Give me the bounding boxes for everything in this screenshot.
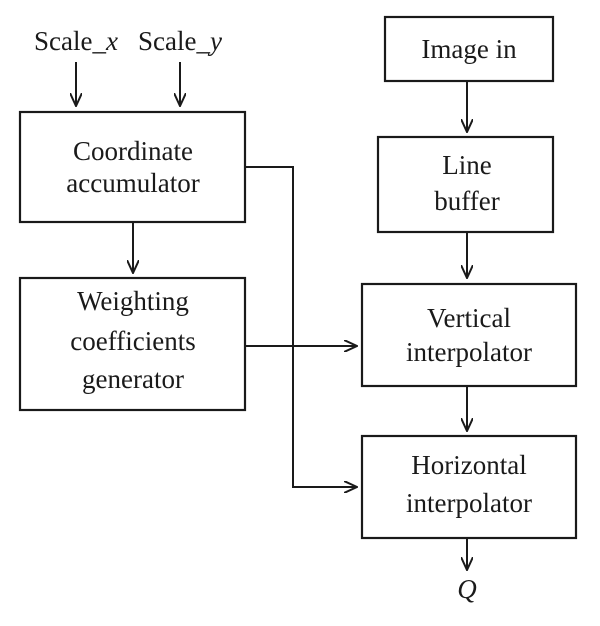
horizontal-interpolator-line1: Horizontal <box>411 450 526 480</box>
vertical-interpolator-line2: interpolator <box>406 337 532 367</box>
line-buffer-block: Line buffer <box>376 135 555 234</box>
accumulator-to-horizontal-wire <box>245 166 357 487</box>
scale-x-label: Scale_x <box>34 26 118 56</box>
coordinate-accumulator-line1: Coordinate <box>73 136 193 166</box>
scale-y-label: Scale_y <box>138 26 222 56</box>
coordinate-accumulator-block: Coordinate accumulator <box>18 110 247 224</box>
coordinate-accumulator-line2: accumulator <box>66 168 199 198</box>
weighting-coefficients-generator-block: Weighting coefficients generator <box>18 276 247 412</box>
horizontal-interpolator-block: Horizontal interpolator <box>360 434 578 540</box>
vertical-interpolator-line1: Vertical <box>427 303 511 333</box>
line-buffer-line1: Line <box>442 150 491 180</box>
line-buffer-line2: buffer <box>434 186 499 216</box>
image-in-block: Image in <box>383 15 555 83</box>
weighting-generator-line1: Weighting <box>77 286 189 316</box>
output-q-label: Q <box>457 574 477 604</box>
weighting-generator-line2: coefficients <box>70 326 195 356</box>
horizontal-interpolator-line2: interpolator <box>406 488 532 518</box>
image-in-label: Image in <box>421 34 517 64</box>
weighting-generator-line3: generator <box>82 364 184 394</box>
vertical-interpolator-block: Vertical interpolator <box>360 282 578 388</box>
